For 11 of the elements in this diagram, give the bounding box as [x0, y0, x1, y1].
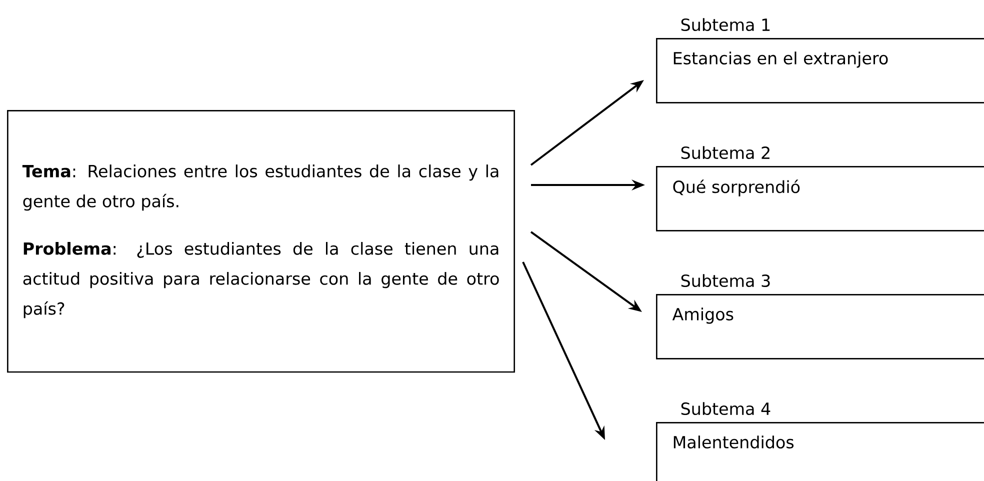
subtopic-box: Subtema 1 Estancias en el extranjero — [656, 18, 984, 104]
paragraph: Problema: ¿Los estudiantes de la clase tienen una actitud positiva para relacionarse con la gente de otro país? — [23, 242, 499, 318]
subtopic-box: Subtema 2 Qué sorprendió — [656, 146, 984, 232]
node-label: Subtema 3 — [681, 274, 770, 288]
subtopic-box: Subtema 3 Amigos — [656, 274, 984, 360]
paragraph: Tema: Relaciones entre los estudiantes de la clase y la gente de otro país. — [22, 164, 498, 211]
subtopic-box: Subtema 4 Malentendidos — [656, 402, 984, 481]
node-label: Subtema 4 — [681, 402, 770, 416]
text-box — [7, 110, 515, 373]
node-label: Subtema 1 — [681, 18, 770, 32]
node-label: Subtema 2 — [681, 146, 770, 160]
